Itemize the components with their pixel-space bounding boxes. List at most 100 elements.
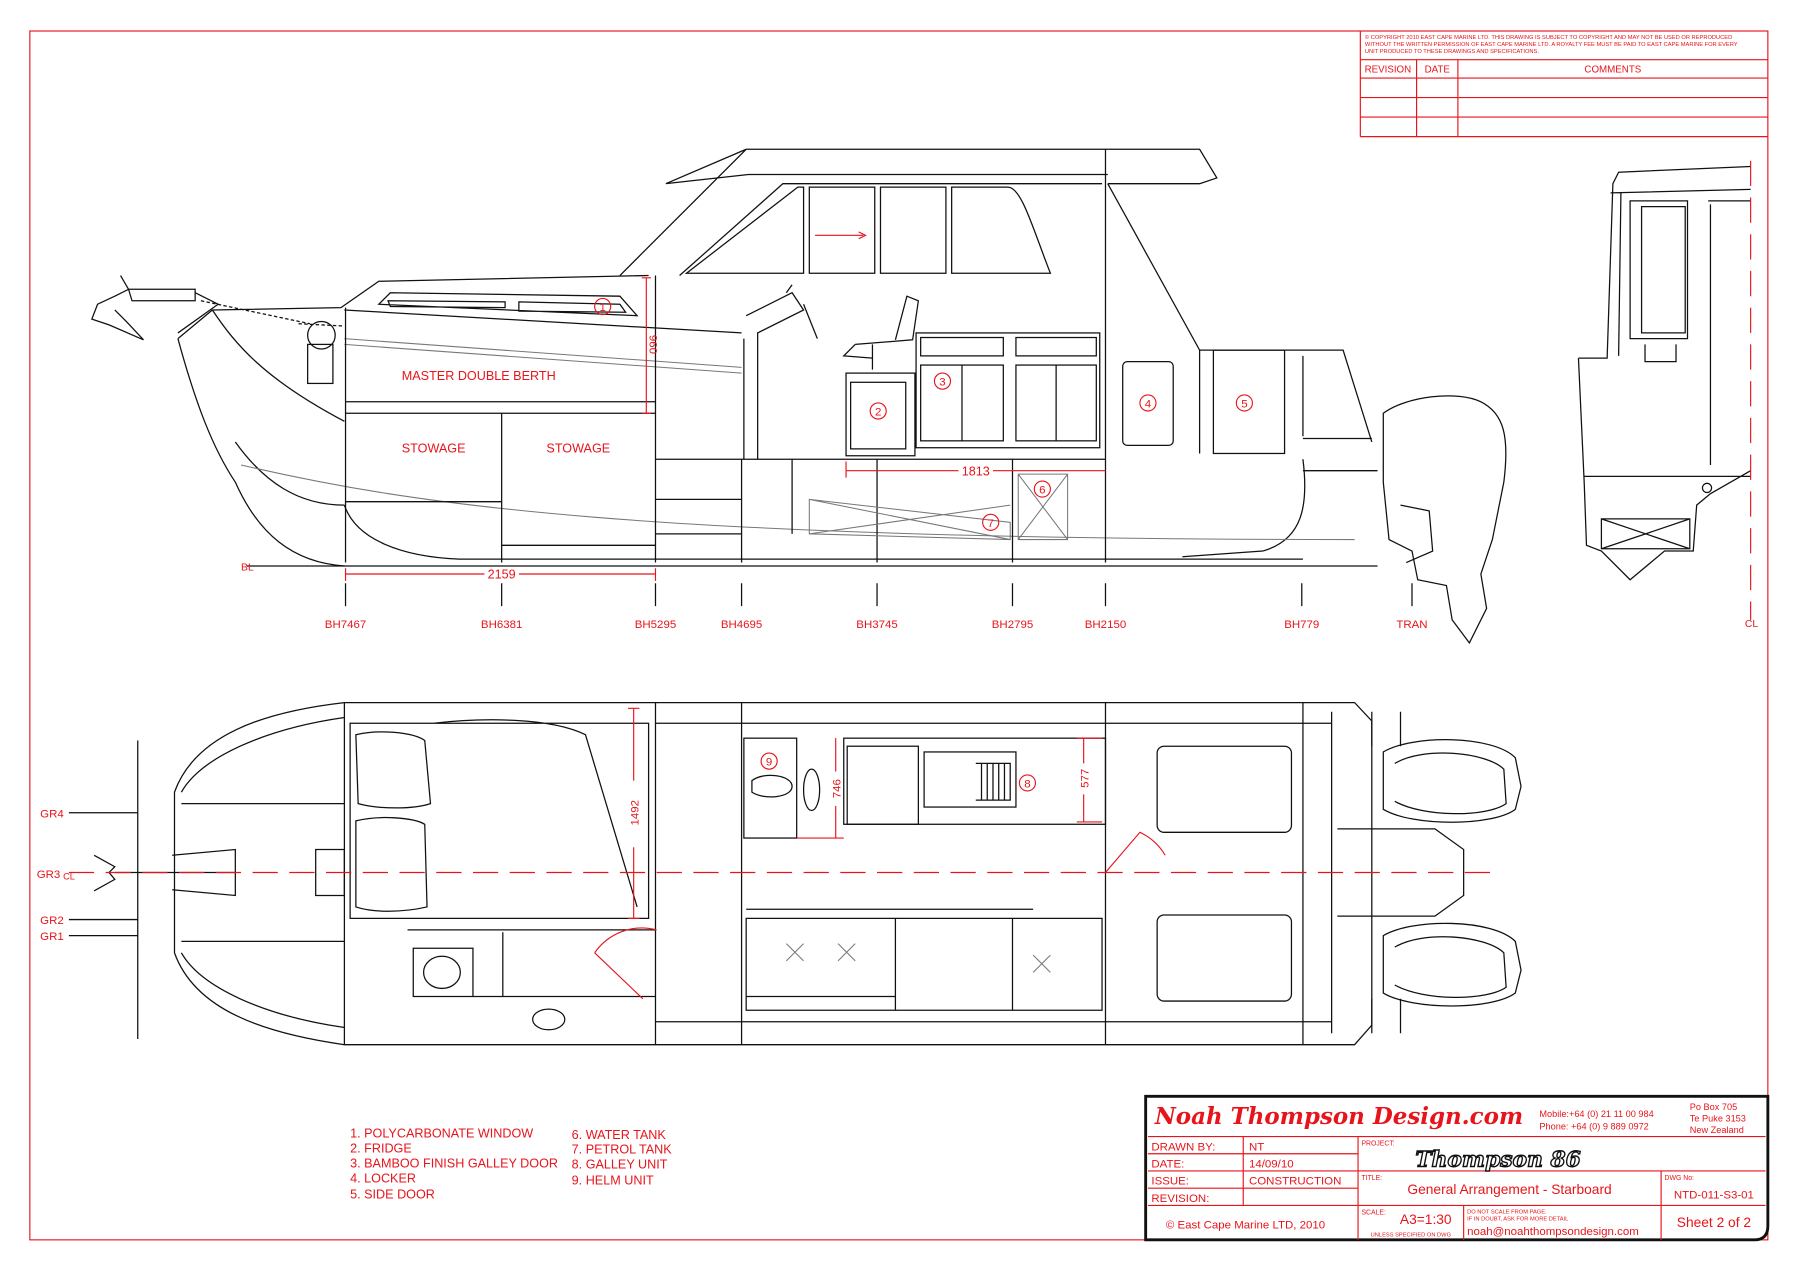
legend: 1. POLYCARBONATE WINDOW 2. FRIDGE 3. BAM… [350,1127,672,1202]
project-label: PROJECT: [1361,1141,1394,1148]
svg-text:6: 6 [1039,485,1045,497]
revision-table: © COPYRIGHT 2010 EAST CAPE MARINE LTD. T… [1359,30,1768,138]
bulkhead-label: BH4695 [721,619,762,631]
svg-text:2: 2 [875,407,881,419]
legend-item: 8. GALLEY UNIT [572,1158,668,1172]
legend-item: 6. WATER TANK [572,1128,667,1142]
mobile-number: Mobile:+64 (0) 21 11 00 984 [1539,1109,1653,1119]
bulkhead-label: TRAN [1396,619,1427,631]
scale-note: UNLESS SPECIFIED ON DWG [1371,1232,1452,1238]
callout-9: 9 [760,752,778,770]
title-label: TITLE: [1361,1175,1382,1182]
bulkhead-label: BH6381 [481,619,522,631]
profile-view: CL MASTER DOUBLE BERTH STOWAGE STOWAGE B… [91,148,1758,645]
callout-4: 4 [1139,394,1157,412]
wheelhouse [619,148,1373,563]
issue-label: ISSUE: [1151,1176,1189,1188]
svg-text:3: 3 [939,377,945,389]
end-view-centerline-mark: CL [1745,619,1758,630]
legend-item: 7. PETROL TANK [572,1143,673,1157]
water-tank [1017,473,1069,541]
helm-unit [743,737,798,839]
revision-header: REVISION [1365,64,1412,75]
dimension-746: 746 [831,779,843,798]
drawn-by-value: NT [1249,1141,1264,1153]
legend-item: 4. LOCKER [350,1171,416,1185]
dimension-577: 577 [1079,769,1091,788]
address-line: Te Puke 3153 [1690,1114,1746,1124]
scale-value: A3=1:30 [1400,1212,1452,1227]
legend-item: 9. HELM UNIT [572,1174,654,1188]
date-label: DATE: [1151,1159,1184,1171]
svg-text:4: 4 [1145,399,1152,411]
legend-item: 2. FRIDGE [350,1142,412,1156]
grid-line-label: GR3 [37,869,61,881]
side-door [1212,349,1286,455]
legend-item: 1. POLYCARBONATE WINDOW [350,1127,533,1141]
double-berth [349,719,650,920]
anchor [91,275,220,341]
outboard-engine [1371,711,1522,823]
sheet-border [29,30,1769,1241]
hull-outline [177,274,649,567]
bulkhead-label: BH2150 [1085,619,1126,631]
address-line: New Zealand [1690,1125,1744,1135]
master-double-berth-label: MASTER DOUBLE BERTH [402,369,556,383]
fridge [850,381,907,450]
project-logo: Thompson 86 [1415,1147,1580,1172]
date-value: 14/09/10 [1249,1159,1294,1171]
dimension-1813: 1813 [962,464,990,478]
svg-text:7: 7 [987,518,993,530]
dwg-label: DWG No: [1665,1175,1694,1182]
scale-warning: IF IN DOUBT, ASK FOR MORE DETAIL [1467,1216,1568,1222]
callout-8: 8 [1018,774,1037,792]
plan-view: 1492 746 577 GR4 GR3 CL GR2 GR1 8 9 [37,701,1522,1046]
copyright-notice-line: © COPYRIGHT 2010 EAST CAPE MARINE LTD. T… [1365,34,1732,41]
galley-cabinets [915,332,1101,449]
comments-header: COMMENTS [1584,64,1641,75]
plan-centerline-mark: CL [63,871,75,881]
svg-text:5: 5 [1241,399,1247,411]
baseline-mark: BL [241,563,254,574]
copyright-footer: © East Cape Marine LTD, 2010 [1166,1219,1325,1231]
callout-6: 6 [1033,480,1051,498]
phone-number: Phone: +64 (0) 9 889 0972 [1539,1122,1648,1132]
callout-2: 2 [869,402,887,420]
scale-warning: DO NOT SCALE FROM PAGE. [1467,1209,1547,1215]
dimension-1492: 1492 [629,800,641,826]
end-view [1577,165,1751,581]
drawn-by-label: DRAWN BY: [1151,1141,1215,1153]
plan-anchor [93,740,346,1039]
company-logo-text: Noah Thompson Design.com [1154,1103,1523,1130]
sheet-number: Sheet 2 of 2 [1677,1215,1751,1230]
bulkhead-label: BH779 [1284,619,1319,631]
grid-line-label: GR1 [40,931,64,943]
svg-text:8: 8 [1024,779,1030,791]
svg-text:1: 1 [599,302,605,314]
petrol-tank [808,498,1011,541]
bulkhead-label: BH7467 [325,619,366,631]
copyright-notice-line: WITHOUT THE WRITTEN PERMISSION OF EAST C… [1365,42,1738,48]
bulkhead-label: BH3745 [856,619,897,631]
bulkhead-label: BH2795 [992,619,1033,631]
bulkhead-label: BH5295 [635,619,676,631]
grid-line-label: GR4 [40,808,64,820]
legend-item: 3. BAMBOO FINISH GALLEY DOOR [350,1157,558,1171]
grid-line-label: GR2 [40,915,64,927]
dwg-number: NTD-011-S3-01 [1674,1190,1754,1202]
drawing-title: General Arrangement - Starboard [1407,1182,1611,1197]
copyright-notice-line: UNIT PRODUCED TO THESE DRAWINGS AND SPEC… [1365,49,1539,55]
callout-7: 7 [982,513,1000,531]
legend-item: 5. SIDE DOOR [350,1188,435,1202]
address-line: Po Box 705 [1690,1102,1737,1112]
issue-value: CONSTRUCTION [1249,1176,1341,1188]
outboard-motor [1382,395,1507,645]
plan-hull-outline [173,701,1373,1046]
dimension-960: 960 [647,335,659,354]
svg-text:9: 9 [766,757,772,769]
revision-label: REVISION: [1151,1193,1209,1205]
scale-label: SCALE: [1361,1210,1386,1217]
stowage-label: STOWAGE [546,441,610,455]
email-link[interactable]: noah@noahthompsondesign.com [1467,1226,1639,1238]
